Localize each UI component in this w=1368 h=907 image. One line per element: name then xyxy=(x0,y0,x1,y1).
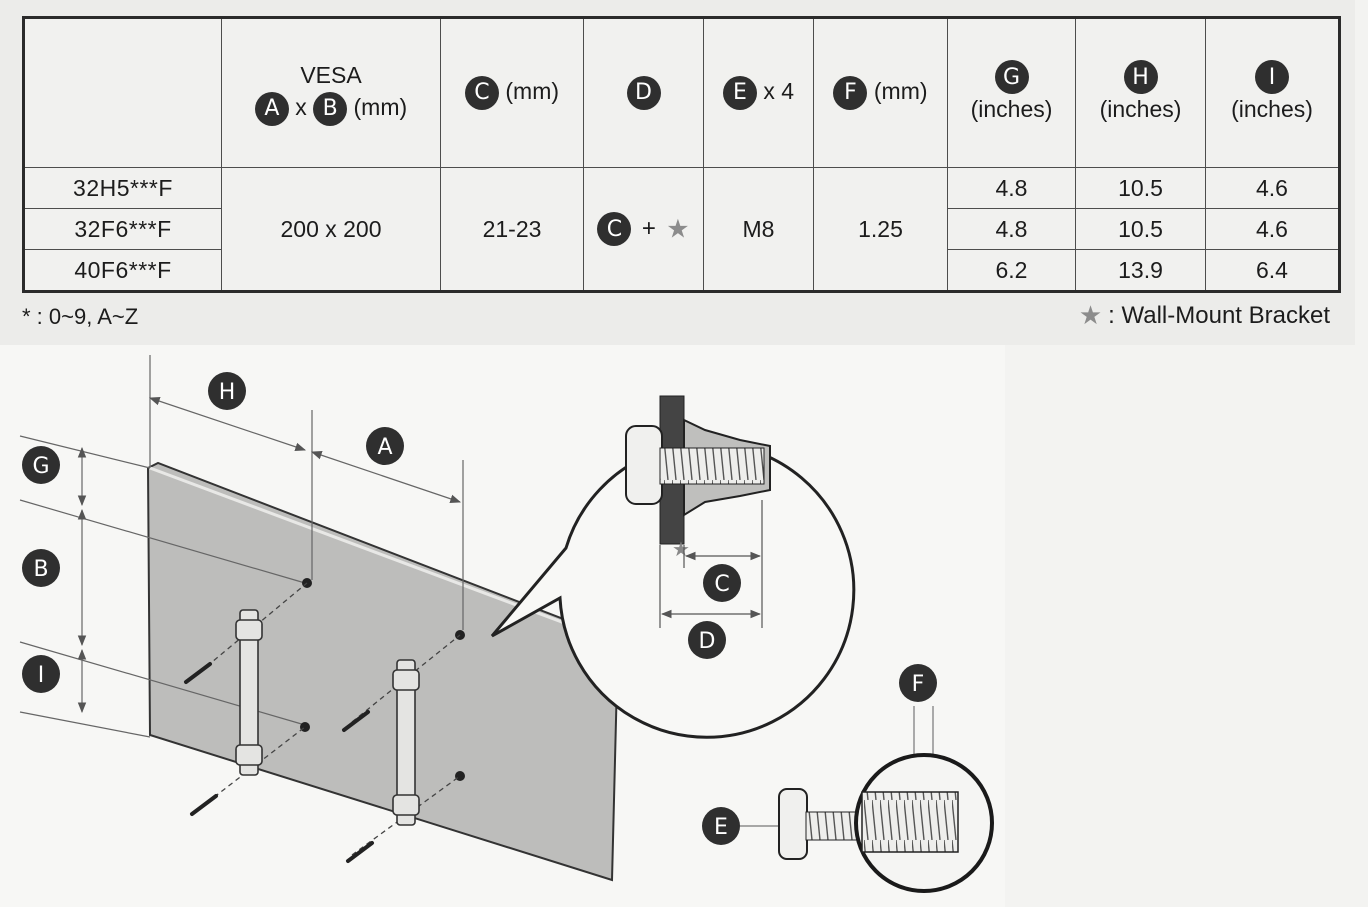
table-row: 32H5***F 200 x 200 21-23 C + ★ M8 1.25 4… xyxy=(23,167,1340,292)
svg-text:★: ★ xyxy=(672,537,690,561)
badge-f: F xyxy=(899,664,937,702)
screws xyxy=(184,662,374,863)
star-icon: ★ xyxy=(666,213,690,244)
badge-b: B xyxy=(313,91,348,126)
badge-c-in-d: C xyxy=(597,212,632,246)
g-value: 6.2 xyxy=(947,249,1076,292)
h-value: 13.9 xyxy=(1075,249,1206,292)
i-value: 6.4 xyxy=(1205,249,1340,292)
e-value: M8 xyxy=(703,167,814,292)
model-cell: 32F6***F xyxy=(23,208,222,250)
badge-i: I xyxy=(1255,60,1289,95)
badge-d: D xyxy=(688,621,726,659)
header-vesa-title: VESA xyxy=(300,62,362,89)
badge-f-label: F xyxy=(912,672,925,697)
header-e: E x 4 xyxy=(703,17,814,168)
badge-a: A xyxy=(254,91,289,126)
i-value: 4.6 xyxy=(1205,208,1340,250)
i-value: 4.6 xyxy=(1205,167,1340,209)
wall-mount-bracket-left xyxy=(235,609,263,776)
h-value: 10.5 xyxy=(1075,208,1206,250)
badge-g-label: G xyxy=(32,454,49,479)
header-d: D xyxy=(583,17,704,168)
tv-back-panel xyxy=(146,461,620,882)
screw-detail xyxy=(740,706,994,893)
badge-f: F xyxy=(833,76,868,110)
wall-mount-spec-table: VESA A x B (mm) C (mm) D E xyxy=(22,16,1341,293)
wall-mount-bracket-right xyxy=(392,659,420,826)
badge-e-label: E xyxy=(714,815,728,840)
table-row: 32F6***F 4.8 10.5 4.6 xyxy=(23,208,1340,250)
model-cell: 32H5***F xyxy=(23,167,222,209)
c-value: 21-23 xyxy=(440,167,584,292)
badge-e: E xyxy=(722,76,757,110)
badge-g: G xyxy=(22,446,60,484)
header-e-suffix: x 4 xyxy=(763,78,795,105)
g-value: 4.8 xyxy=(947,167,1076,209)
badge-i-label: I xyxy=(38,663,45,688)
header-g: G (inches) xyxy=(947,17,1076,168)
badge-h: H xyxy=(1123,60,1158,95)
wall-mount-diagram: ★ G B I H xyxy=(19,355,994,893)
header-i: I (inches) xyxy=(1205,17,1340,168)
badge-a-label: A xyxy=(377,435,392,460)
badge-c: C xyxy=(464,76,499,110)
star-legend-text: : Wall-Mount Bracket xyxy=(1108,301,1330,329)
header-vesa: VESA A x B (mm) xyxy=(221,17,441,168)
badge-b-label: B xyxy=(33,557,48,582)
table-header-row: VESA A x B (mm) C (mm) D E xyxy=(23,17,1340,168)
depth-dimensions xyxy=(659,500,763,628)
header-h: H (inches) xyxy=(1075,17,1206,168)
header-g-unit: (inches) xyxy=(970,96,1053,123)
header-vesa-unit: (mm) xyxy=(353,93,408,120)
badge-a: A xyxy=(366,427,404,465)
wildcard-note: * : 0~9, A~Z xyxy=(22,304,139,329)
badge-g: G xyxy=(994,60,1029,95)
star-icon: ★ xyxy=(1078,300,1103,330)
badge-d-label: D xyxy=(699,629,716,654)
header-h-unit: (inches) xyxy=(1099,96,1182,123)
badge-d: D xyxy=(626,76,661,110)
badge-c: C xyxy=(703,564,741,602)
vesa-value: 200 x 200 xyxy=(221,167,441,292)
header-c-unit: (mm) xyxy=(505,78,560,105)
header-f: F (mm) xyxy=(813,17,948,168)
header-model-cell xyxy=(23,17,222,168)
badge-h: H xyxy=(208,372,246,410)
diagram-badges: G B I H A C D F E xyxy=(22,372,937,845)
badge-c-label: C xyxy=(714,572,729,597)
plus-sign: + xyxy=(641,215,656,242)
f-value: 1.25 xyxy=(813,167,948,292)
d-value: C + ★ xyxy=(583,167,704,292)
badge-e: E xyxy=(702,807,740,845)
bolt-cross-section: ★ xyxy=(625,395,771,561)
header-c: C (mm) xyxy=(440,17,584,168)
model-cell: 40F6***F xyxy=(23,249,222,292)
header-vesa-x: x xyxy=(295,93,307,120)
badge-h-label: H xyxy=(219,380,236,405)
table-row: 40F6***F 6.2 13.9 6.4 xyxy=(23,249,1340,292)
header-f-unit: (mm) xyxy=(873,78,928,105)
g-value: 4.8 xyxy=(947,208,1076,250)
header-i-unit: (inches) xyxy=(1231,96,1313,123)
badge-b: B xyxy=(22,549,60,587)
badge-i: I xyxy=(22,655,60,693)
star-legend: ★ : Wall-Mount Bracket xyxy=(1079,300,1330,331)
h-value: 10.5 xyxy=(1075,167,1206,209)
